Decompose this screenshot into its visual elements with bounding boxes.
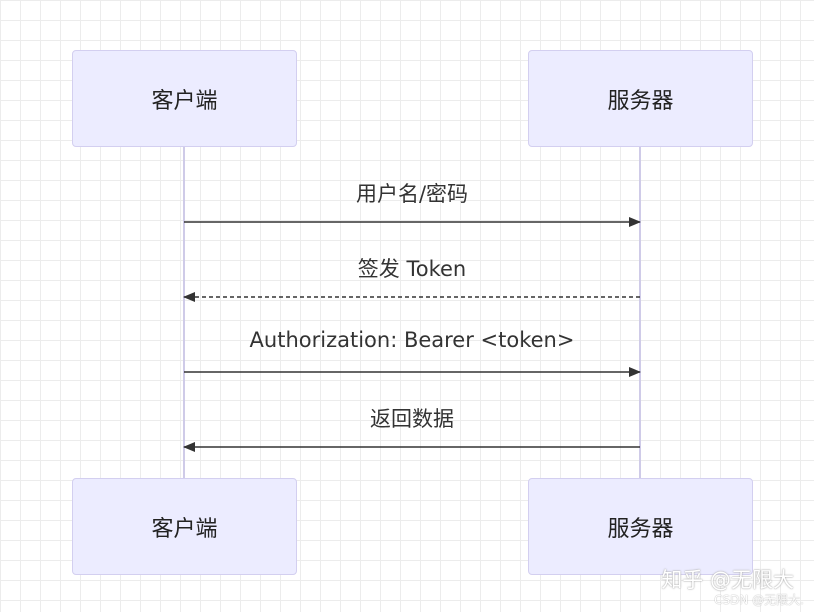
actor-client-top: 客户端 <box>72 50 297 147</box>
message-label-3: Authorization: Bearer <token> <box>249 328 575 352</box>
actor-server-bottom: 服务器 <box>528 478 753 575</box>
message-label-1: 用户名/密码 <box>355 182 469 206</box>
actor-client-bottom-label: 客户端 <box>151 516 218 542</box>
actor-client-top-label: 客户端 <box>151 88 218 114</box>
actor-client-bottom: 客户端 <box>72 478 297 575</box>
zhihu-watermark: 知乎 @无限大 <box>661 568 794 592</box>
csdn-watermark: CSDN @无限大. <box>714 593 804 607</box>
actor-server-bottom-label: 服务器 <box>607 516 674 542</box>
message-label-4: 返回数据 <box>370 407 454 431</box>
message-label-2: 签发 Token <box>357 257 467 281</box>
actor-server-top-label: 服务器 <box>607 88 674 114</box>
actor-server-top: 服务器 <box>528 50 753 147</box>
